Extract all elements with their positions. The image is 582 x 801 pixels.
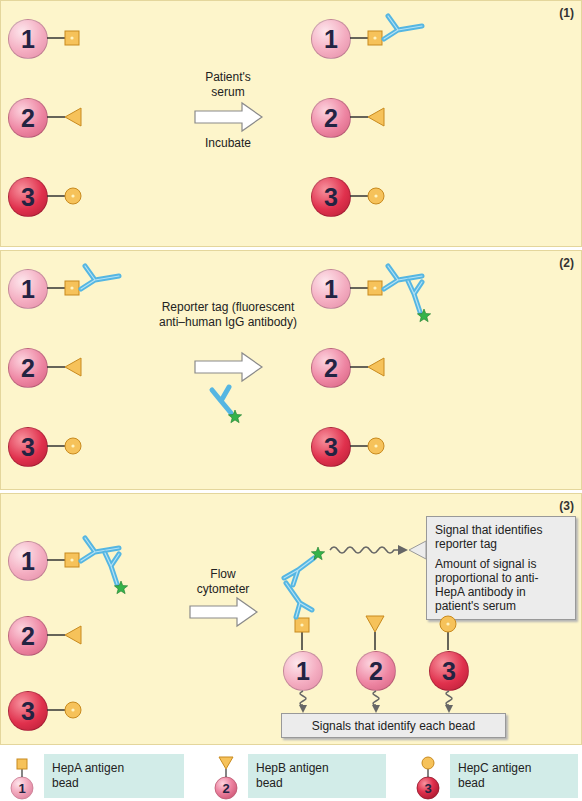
bead: 3 — [311, 177, 351, 217]
bead-number: 1 — [324, 27, 338, 52]
step-label: Patient's serum — [193, 70, 263, 100]
bead: 3 — [429, 651, 469, 691]
bead-number: 2 — [324, 356, 338, 381]
legend-bead — [417, 777, 439, 799]
legend-text: HepA antigen bead — [52, 761, 136, 791]
bead: 1 — [8, 269, 48, 309]
bead: 3 — [8, 177, 48, 217]
bead-number: 3 — [21, 699, 35, 724]
legend-antigen — [17, 759, 27, 769]
callout-box: Signals that identify each bead — [281, 713, 506, 738]
step-panel: (3) 1 2 3 Signal that identifies reporter ta… — [0, 493, 582, 745]
bead-number: 3 — [21, 185, 35, 210]
legend-stick — [427, 769, 428, 777]
step-label: Flow cytometer — [188, 567, 258, 597]
bead: 2 — [8, 98, 48, 138]
bead-number: 2 — [21, 106, 35, 131]
bead: 3 — [8, 427, 48, 467]
legend-text: HepC antigen bead — [458, 761, 542, 791]
bead-number: 3 — [324, 435, 338, 460]
bead: 1 — [311, 269, 351, 309]
bead-number: 2 — [369, 659, 383, 684]
bead: 2 — [356, 651, 396, 691]
legend-bead — [11, 777, 33, 799]
legend-bead-number: 2 — [215, 777, 237, 799]
bead: 3 — [8, 691, 48, 731]
legend-bead — [215, 777, 237, 799]
bead: 1 — [8, 541, 48, 581]
legend-text: HepB antigen bead — [256, 761, 340, 791]
bead-number: 1 — [21, 27, 35, 52]
bead: 1 — [8, 19, 48, 59]
legend-box: HepA antigen bead — [44, 754, 184, 798]
legend-stick — [225, 769, 226, 777]
bead: 2 — [8, 616, 48, 656]
legend-stick — [21, 769, 22, 777]
callout-text: Signals that identify each bead — [312, 719, 475, 733]
bead: 2 — [311, 348, 351, 388]
legend-box: HepB antigen bead — [248, 754, 386, 798]
bead-number: 2 — [21, 356, 35, 381]
callout-box: Signal that identifies reporter tagAmoun… — [426, 516, 576, 620]
bead: 2 — [311, 98, 351, 138]
bead-number: 3 — [324, 185, 338, 210]
callout-text: Amount of signal is proportional to anti… — [435, 557, 567, 613]
step-number: (3) — [559, 499, 574, 513]
bead-number: 2 — [21, 624, 35, 649]
step-panel: (1) 1 2 3 1 2 3 — [0, 0, 582, 247]
bead-number: 1 — [324, 277, 338, 302]
bead-number: 3 — [21, 435, 35, 460]
bead: 3 — [311, 427, 351, 467]
legend-bead-number: 1 — [11, 777, 33, 799]
step-number: (1) — [559, 6, 574, 20]
bead-number: 3 — [442, 659, 456, 684]
legend-box: HepC antigen bead — [450, 754, 578, 798]
legend-antigen — [422, 757, 434, 769]
bead-number: 1 — [21, 549, 35, 574]
callout-text: Signal that identifies reporter tag — [435, 523, 567, 551]
bead: 1 — [311, 19, 351, 59]
bead-number: 1 — [296, 659, 310, 684]
bead-number: 1 — [21, 277, 35, 302]
bead: 2 — [8, 348, 48, 388]
step-number: (2) — [559, 256, 574, 270]
bead-number: 2 — [324, 106, 338, 131]
legend-antigen — [219, 757, 233, 769]
step-label: Reporter tag (fluorescent anti–human IgG… — [153, 300, 303, 330]
bead: 1 — [283, 651, 323, 691]
legend-bead-number: 3 — [417, 777, 439, 799]
step-label: Incubate — [193, 136, 263, 151]
